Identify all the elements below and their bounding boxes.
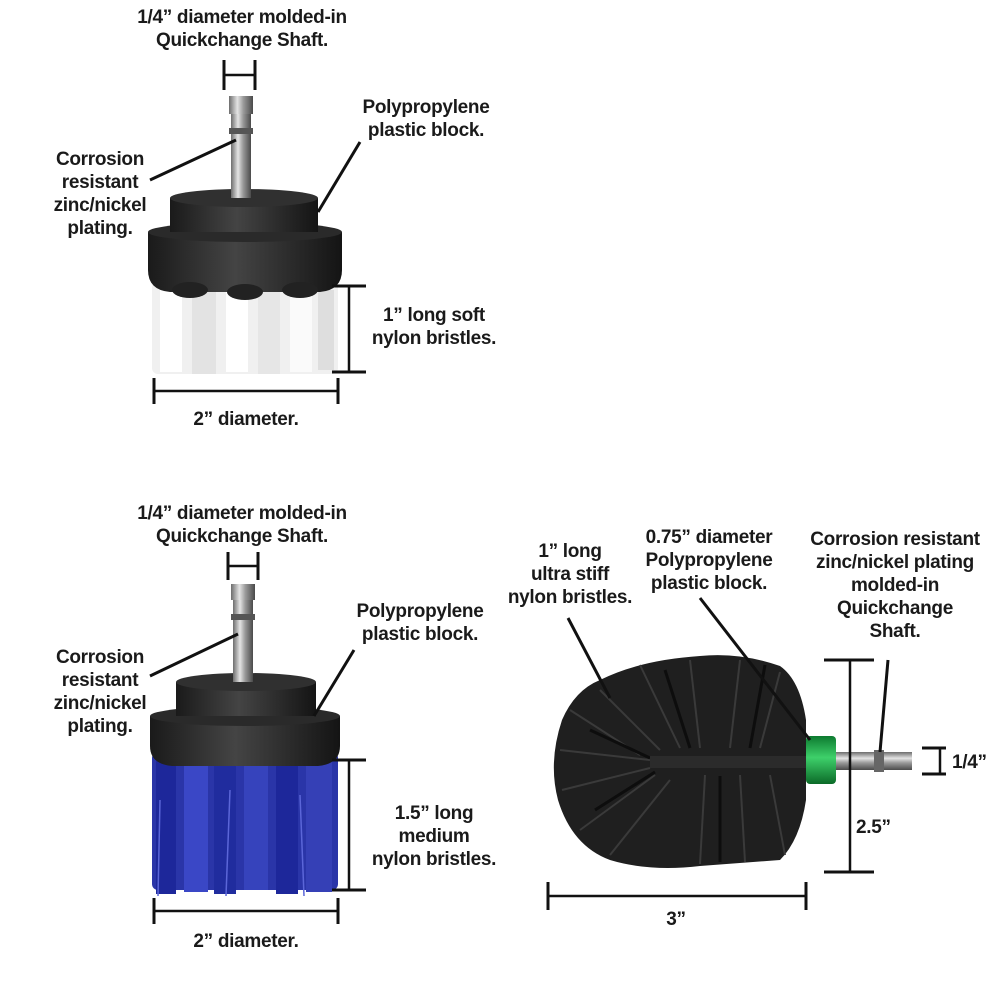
brush-3-length-label: 3” xyxy=(666,909,686,930)
brush-3-black xyxy=(546,597,946,910)
label-line: nylon bristles. xyxy=(371,849,497,870)
label-line: plating. xyxy=(67,716,133,737)
brush-1-bristles xyxy=(152,282,338,374)
label-line: 1” long soft xyxy=(383,305,485,326)
brush-3-block xyxy=(806,736,836,784)
label-line: nylon bristles. xyxy=(371,328,497,349)
brush-2-diameter-label: 2” diameter. xyxy=(193,931,299,952)
brush-2-block-label: Polypropylene plastic block. xyxy=(340,600,500,646)
brush-3-shaft-dim-label: 1/4” xyxy=(952,752,987,773)
brush-2-block xyxy=(150,716,340,766)
brush-2-plating-label: Corrosion resistant zinc/nickel plating. xyxy=(40,646,160,738)
label-line: medium xyxy=(398,826,470,847)
label-line: zinc/nickel plating xyxy=(816,552,974,573)
brush-2-shaft xyxy=(231,584,255,682)
brush-1-shaft xyxy=(229,96,253,198)
label-line: 1/4” diameter molded-in xyxy=(137,503,347,524)
brush-1-block xyxy=(148,232,342,292)
brush-3-shaft xyxy=(836,750,912,772)
brush-2-bristles xyxy=(152,752,338,897)
brush-1-bristle-label: 1” long soft nylon bristles. xyxy=(364,304,504,350)
label-line: resistant xyxy=(61,670,139,691)
label-line: zinc/nickel xyxy=(53,693,147,714)
label-line: Quickchange xyxy=(836,598,954,619)
label-line: ultra stiff xyxy=(531,564,609,585)
label-line: Shaft. xyxy=(869,621,921,642)
brush-3-shaft-label: Corrosion resistant zinc/nickel plating … xyxy=(800,528,990,643)
label-line: Polypropylene xyxy=(645,550,773,571)
label-line: 1” long xyxy=(538,541,602,562)
brush-2-shaft-label: 1/4” diameter molded-in Quickchange Shaf… xyxy=(112,502,372,548)
brush-3-bristles xyxy=(553,655,810,868)
label-line: 1.5” long xyxy=(394,803,474,824)
label-line: Quickchange Shaft. xyxy=(156,526,328,547)
label-line: plastic block. xyxy=(367,120,485,141)
brush-1-white xyxy=(148,60,366,404)
label-line: plating. xyxy=(67,218,133,239)
brush-1-shaft-label: 1/4” diameter molded-in Quickchange Shaf… xyxy=(112,6,372,52)
label-line: resistant xyxy=(61,172,139,193)
label-line: 1/4” diameter molded-in xyxy=(137,7,347,28)
label-line: 0.75” diameter xyxy=(645,527,773,548)
label-line: Corrosion xyxy=(55,149,145,170)
brush-2-bristle-label: 1.5” long medium nylon bristles. xyxy=(364,802,504,871)
label-line: Quickchange Shaft. xyxy=(156,30,328,51)
label-line: plastic block. xyxy=(650,573,768,594)
brush-3-bristle-label: 1” long ultra stiff nylon bristles. xyxy=(500,540,640,609)
brush-1-diameter-label: 2” diameter. xyxy=(193,409,299,430)
brush-1-plating-label: Corrosion resistant zinc/nickel plating. xyxy=(40,148,160,240)
brush-3-height-label: 2.5” xyxy=(856,817,891,838)
label-line: zinc/nickel xyxy=(53,195,147,216)
brush-1-block-label: Polypropylene plastic block. xyxy=(346,96,506,142)
label-line: plastic block. xyxy=(361,624,479,645)
label-line: Polypropylene xyxy=(362,97,490,118)
brush-2-blue xyxy=(149,552,366,924)
label-line: nylon bristles. xyxy=(507,587,633,608)
label-line: Polypropylene xyxy=(356,601,484,622)
label-line: Corrosion xyxy=(55,647,145,668)
label-line: Corrosion resistant xyxy=(810,529,980,550)
label-line: molded-in xyxy=(850,575,940,596)
brush-3-block-label: 0.75” diameter Polypropylene plastic blo… xyxy=(634,526,784,595)
